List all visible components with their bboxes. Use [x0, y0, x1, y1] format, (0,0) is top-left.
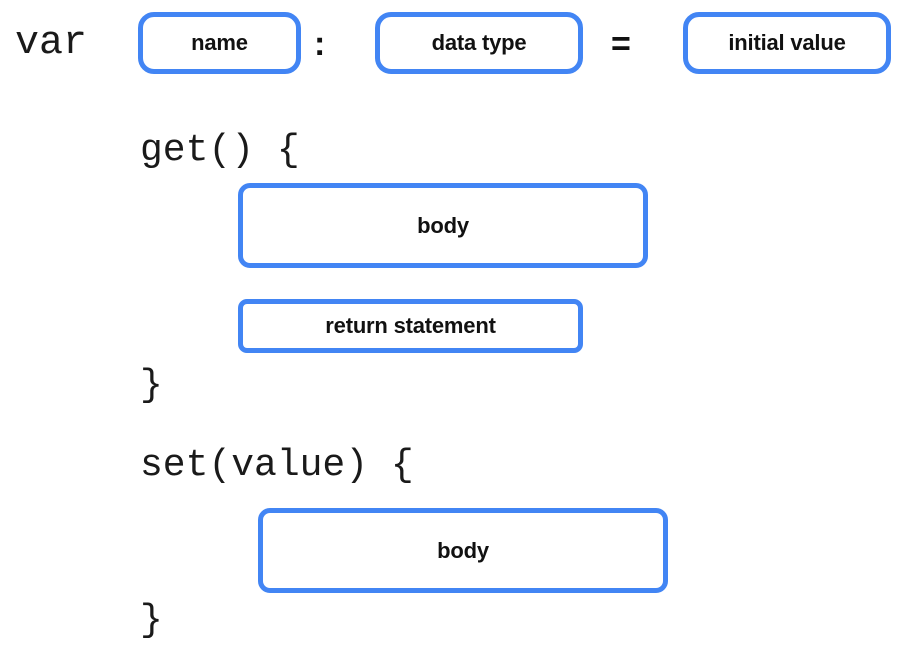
- slot-getter-body-label: body: [417, 212, 469, 238]
- slot-data-type-label: data type: [431, 30, 527, 55]
- slot-getter-body[interactable]: body: [238, 183, 648, 268]
- colon-separator: :: [314, 25, 326, 63]
- slot-initial-value-label: initial value: [728, 30, 846, 55]
- slot-name[interactable]: name: [138, 12, 301, 74]
- slot-data-type[interactable]: data type: [375, 12, 583, 74]
- equals-operator: =: [611, 25, 631, 63]
- slot-setter-body-label: body: [437, 537, 489, 563]
- setter-closing-brace: }: [140, 599, 163, 642]
- getter-closing-brace: }: [140, 364, 163, 407]
- slot-setter-body[interactable]: body: [258, 508, 668, 593]
- keyword-var: var: [15, 21, 88, 66]
- setter-header: set(value) {: [140, 444, 414, 487]
- slot-name-label: name: [191, 30, 248, 55]
- getter-header: get() {: [140, 129, 300, 172]
- slot-initial-value[interactable]: initial value: [683, 12, 891, 74]
- slot-return-statement-label: return statement: [325, 313, 496, 338]
- slot-return-statement[interactable]: return statement: [238, 299, 583, 353]
